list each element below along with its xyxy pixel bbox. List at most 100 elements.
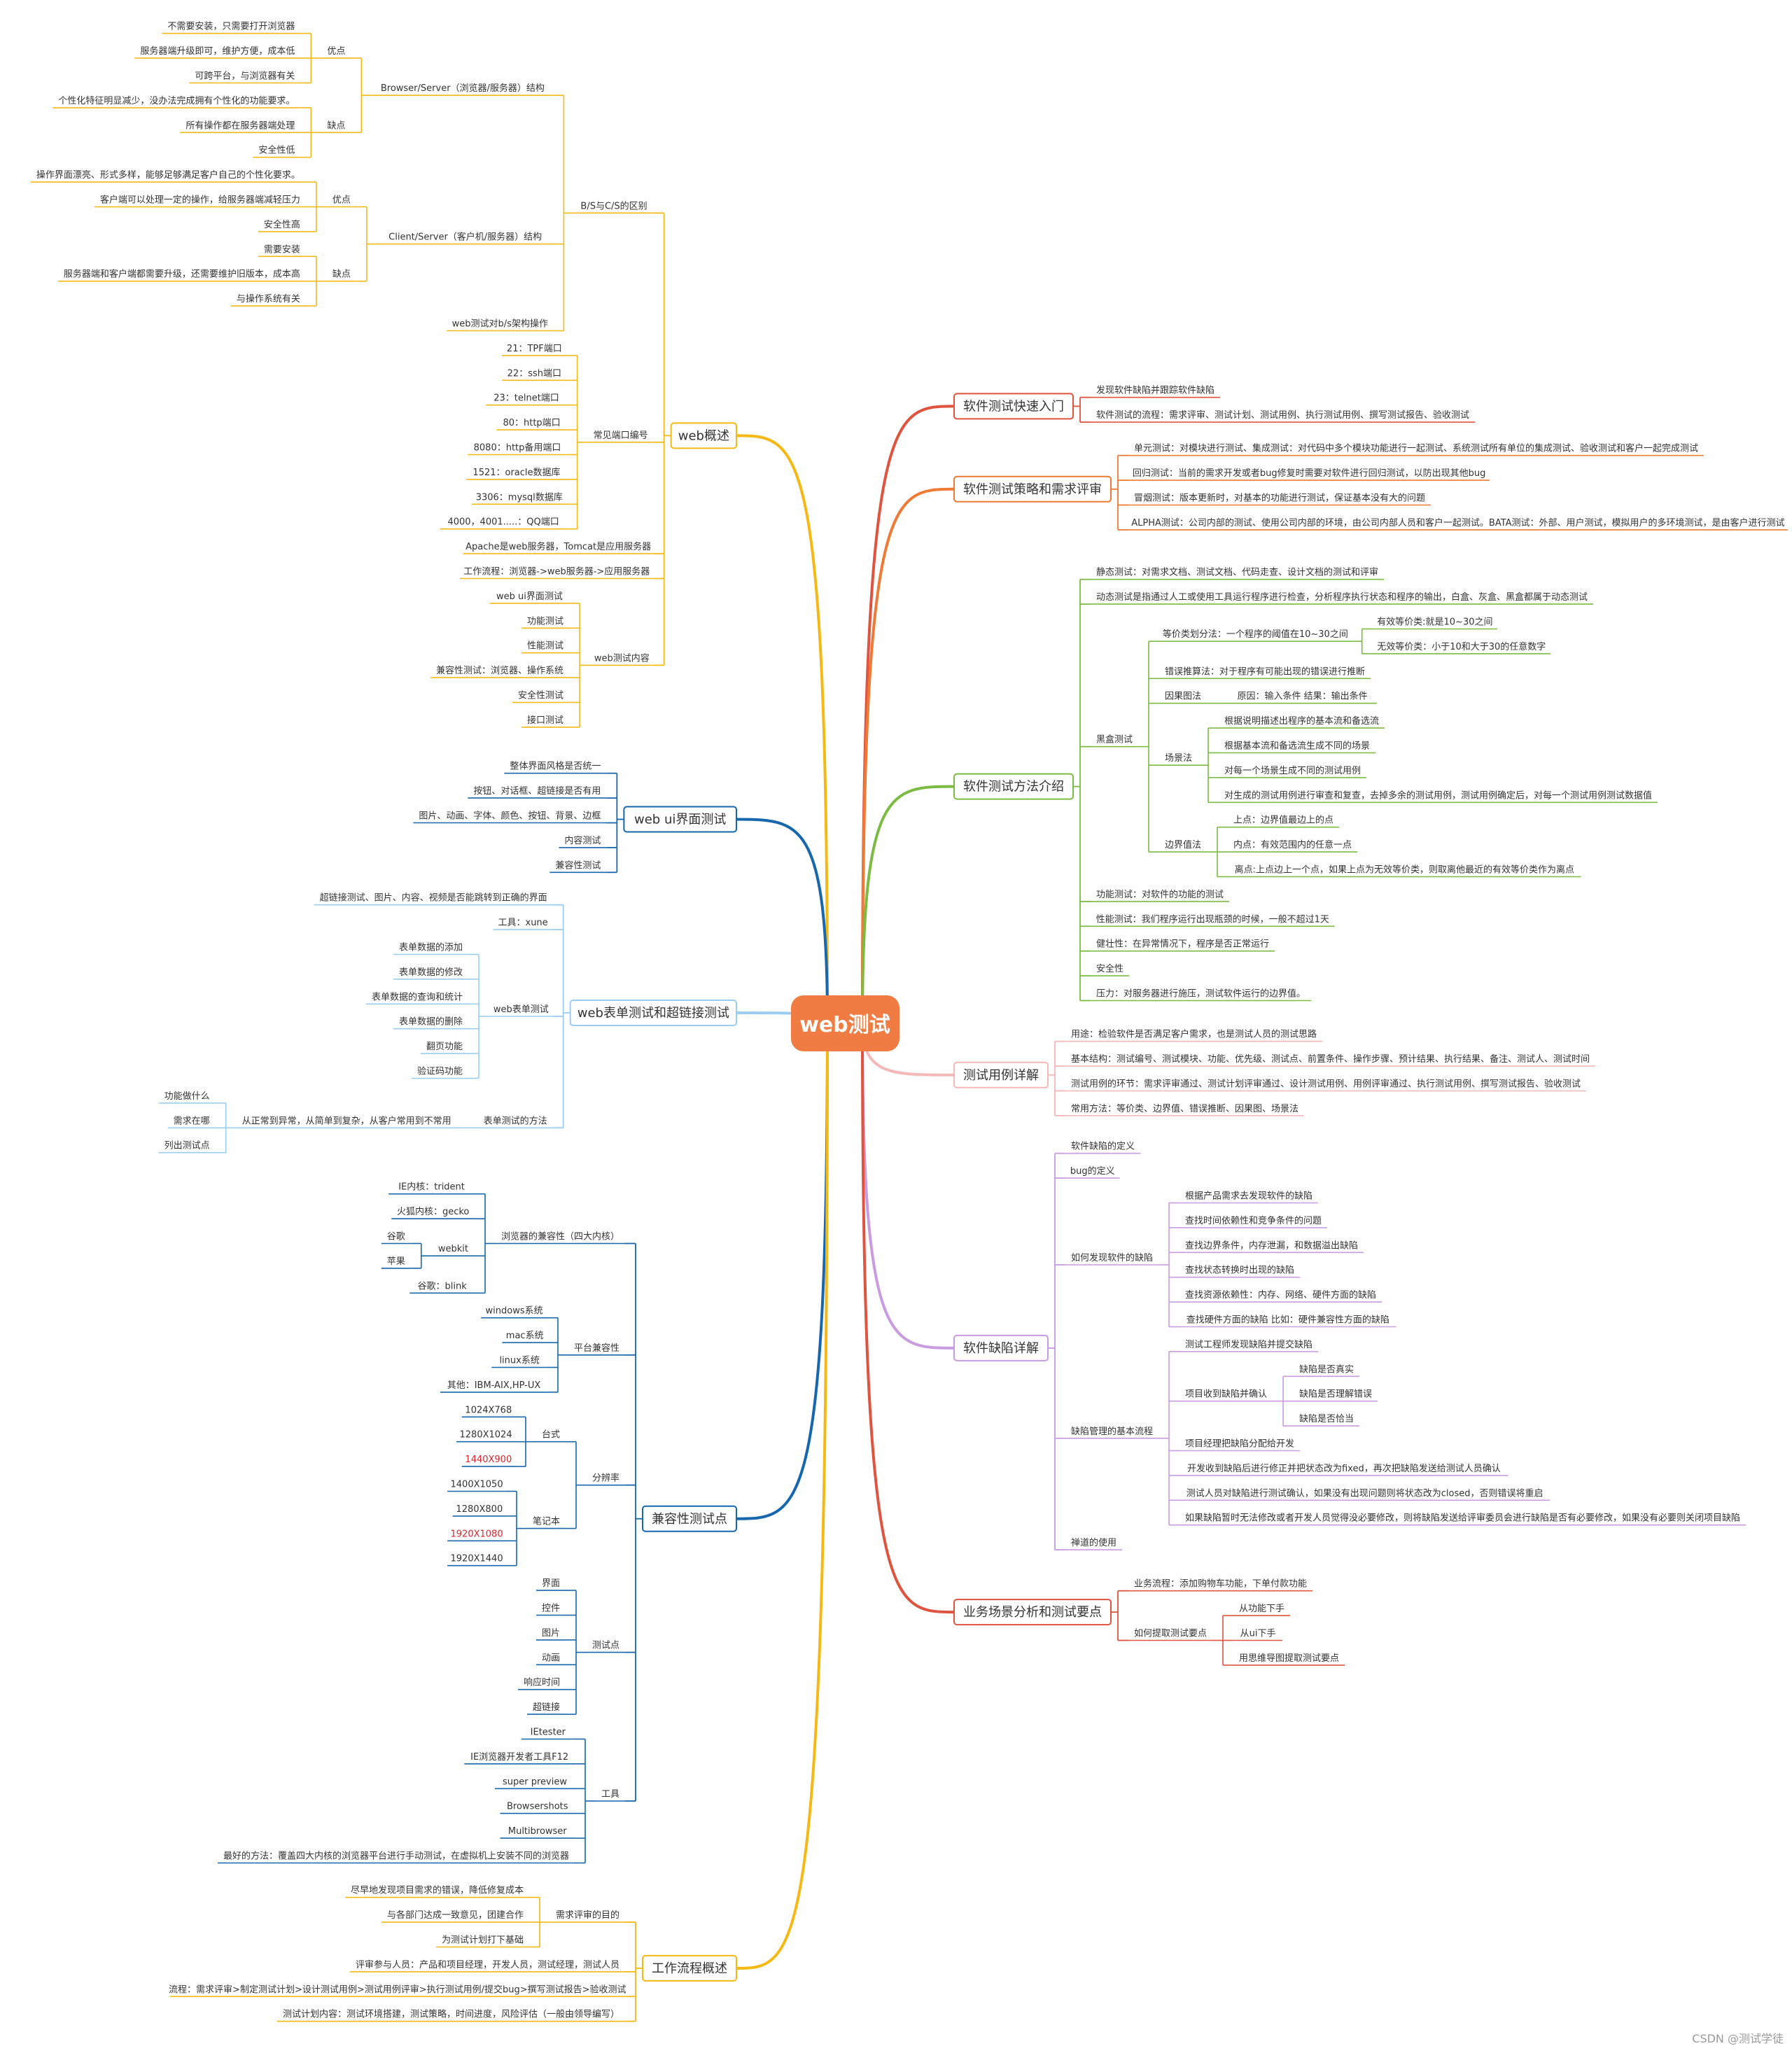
l4-1-3-node[interactable]: webkit <box>431 1244 475 1256</box>
l1-1-1-1-node[interactable]: 优点 <box>321 46 351 59</box>
l4-2-1-node[interactable]: windows系统 <box>481 1306 547 1319</box>
r3-2-node[interactable]: 动态测试是指通过人工或使用工具运行程序进行检查，分析程序执行状态和程序的输出，白… <box>1091 591 1593 605</box>
l4-4-4-node[interactable]: 动画 <box>536 1653 566 1666</box>
r3-3-3-node[interactable]: 因果图法 <box>1159 692 1207 704</box>
r3-3-4-node[interactable]: 场景法 <box>1159 753 1198 766</box>
r5-4-5-node[interactable]: 测试人员对缺陷进行测试确认，如果没有出现问题则将状态改为closed，否则错误将… <box>1180 1487 1550 1501</box>
r2-4-node[interactable]: ALPHA测试：公司内部的测试、使用公司内部的环境，由公司内部人员和客户一起测试… <box>1128 517 1788 531</box>
r4-2-node[interactable]: 基本结构：测试编号、测试模块、功能、优先级、测试点、前置条件、操作步骤、预计结果… <box>1065 1053 1595 1067</box>
l4-2-node[interactable]: 平台兼容性 <box>568 1343 625 1356</box>
l4-3-2-3-node[interactable]: 1920X1080 <box>447 1529 506 1542</box>
r3-3-5-2-node[interactable]: 内点：有效范围内的任意一点 <box>1228 839 1357 853</box>
l1-3-node[interactable]: Apache是web服务器，Tomcat是应用服务器 <box>463 541 654 554</box>
l4-4-6-node[interactable]: 超链接 <box>527 1702 566 1715</box>
branch-left-4[interactable]: 兼容性测试点 <box>642 1505 737 1532</box>
l3-4-1-2-node[interactable]: 需求在哪 <box>167 1116 216 1129</box>
r5-3-6-node[interactable]: 查找硬件方面的缺陷 比如：硬件兼容性方面的缺陷 <box>1180 1315 1396 1328</box>
l3-3-2-node[interactable]: 表单数据的修改 <box>393 967 469 980</box>
l4-4-1-node[interactable]: 界面 <box>536 1578 566 1591</box>
r5-1-node[interactable]: 软件缺陷的定义 <box>1065 1141 1140 1154</box>
r3-3-1-node[interactable]: 等价类划分法：一个程序的阈值在10~30之间 <box>1159 629 1352 643</box>
branch-left-1[interactable]: web概述 <box>670 422 737 449</box>
l3-3-5-node[interactable]: 翻页功能 <box>421 1042 469 1054</box>
l1-5-6-node[interactable]: 接口测试 <box>522 715 570 728</box>
l4-3-1-1-node[interactable]: 1024X768 <box>461 1405 515 1418</box>
l5-1-node[interactable]: 需求评审的目的 <box>550 1910 625 1923</box>
branch-left-2[interactable]: web ui界面测试 <box>623 806 737 833</box>
l1-5-2-node[interactable]: 功能测试 <box>522 616 570 629</box>
l3-1-node[interactable]: 超链接测试、图片、内容、视频是否能跳转到正确的界面 <box>314 892 553 906</box>
l1-1-1-1-1-node[interactable]: 不需要安装，只需要打开浏览器 <box>162 21 301 34</box>
l3-4-node[interactable]: 表单测试的方法 <box>477 1115 553 1129</box>
r3-3-1-1-node[interactable]: 有效等价类:就是10~30之间 <box>1372 617 1497 630</box>
r5-4-6-node[interactable]: 如果缺陷暂时无法修改或者开发人员觉得没必要修改，则将缺陷发送给评审委员会进行缺陷… <box>1180 1513 1746 1526</box>
r4-1-node[interactable]: 用途：检验软件是否满足客户需求，也是测试人员的测试思路 <box>1065 1029 1322 1042</box>
l4-3-1-node[interactable]: 台式 <box>536 1430 566 1443</box>
r5-4-4-node[interactable]: 开发收到缺陷后进行修正并把状态改为fixed，再次把缺陷发送给测试人员确认 <box>1180 1463 1508 1476</box>
l4-2-4-node[interactable]: 其他：IBM-AIX,HP-UX <box>440 1380 547 1393</box>
l5-3-node[interactable]: 流程：需求评审>制定测试计划>设计测试用例>测试用例评审>执行测试用例/提交bu… <box>169 1984 626 1998</box>
l4-3-1-2-node[interactable]: 1280X1024 <box>456 1430 515 1443</box>
l4-3-2-4-node[interactable]: 1920X1440 <box>447 1554 506 1567</box>
l1-1-2-2-2-node[interactable]: 服务器端和客户端都需要升级，还需要维护旧版本，成本高 <box>57 269 306 282</box>
l1-2-4-node[interactable]: 80：http端口 <box>496 418 567 430</box>
l4-1-4-node[interactable]: 谷歌：blink <box>410 1281 475 1294</box>
l1-1-1-1-2-node[interactable]: 服务器端升级即可，维护方便，成本低 <box>134 45 301 59</box>
l4-3-node[interactable]: 分辨率 <box>587 1473 625 1486</box>
l1-2-node[interactable]: 常见端口编号 <box>587 430 654 443</box>
l2-4-node[interactable]: 内容测试 <box>559 835 607 848</box>
l4-5-node[interactable]: 工具 <box>596 1789 625 1802</box>
r5-3-1-node[interactable]: 根据产品需求去发现软件的缺陷 <box>1180 1191 1318 1204</box>
l3-3-1-node[interactable]: 表单数据的添加 <box>393 942 469 955</box>
l4-5-6-node[interactable]: 最好的方法：覆盖四大内核的浏览器平台进行手动测试，在虚拟机上安装不同的浏览器 <box>218 1851 575 1864</box>
l3-2-node[interactable]: 工具：xune <box>493 918 553 930</box>
l1-1-2-2-1-node[interactable]: 需要安装 <box>258 244 306 258</box>
l3-3-4-node[interactable]: 表单数据的删除 <box>393 1016 469 1030</box>
l1-1-2-2-3-node[interactable]: 与操作系统有关 <box>230 293 306 307</box>
l3-4-1-3-node[interactable]: 列出测试点 <box>158 1141 216 1154</box>
r6-2-2-node[interactable]: 从ui下手 <box>1233 1629 1283 1641</box>
l4-5-4-node[interactable]: Browsershots <box>500 1802 575 1814</box>
l4-5-3-node[interactable]: super preview <box>494 1777 575 1790</box>
l1-1-1-2-1-node[interactable]: 个性化特征明显减少，没办法完成拥有个性化的功能要求。 <box>52 95 301 108</box>
l1-2-1-node[interactable]: 21：TPF端口 <box>501 344 567 356</box>
l4-2-2-node[interactable]: mac系统 <box>502 1331 547 1343</box>
l4-4-3-node[interactable]: 图片 <box>536 1628 566 1641</box>
r3-3-4-2-node[interactable]: 根据基本流和备选流生成不同的场景 <box>1219 741 1376 754</box>
l1-1-1-2-node[interactable]: 缺点 <box>321 120 351 134</box>
r1-1-node[interactable]: 发现软件缺陷并跟踪软件缺陷 <box>1091 385 1220 398</box>
l4-3-1-3-node[interactable]: 1440X900 <box>461 1455 515 1467</box>
l4-1-node[interactable]: 浏览器的兼容性（四大内核） <box>496 1231 625 1245</box>
branch-right-2[interactable]: 软件测试策略和需求评审 <box>953 475 1112 503</box>
r3-3-node[interactable]: 黑盒测试 <box>1091 734 1138 748</box>
r3-3-4-4-node[interactable]: 对生成的测试用例进行审查和复查，去掉多余的测试用例，测试用例确定后，对每一个测试… <box>1219 790 1658 804</box>
r3-4-node[interactable]: 功能测试：对软件的功能的测试 <box>1091 889 1229 902</box>
l5-1-2-node[interactable]: 与各部门达成一致意见，团建合作 <box>382 1910 529 1923</box>
r5-4-2-1-node[interactable]: 缺陷是否真实 <box>1294 1364 1359 1378</box>
l4-1-1-node[interactable]: IE内核：trident <box>388 1182 475 1195</box>
l1-1-1-node[interactable]: Browser/Server（浏览器/服务器）结构 <box>372 83 554 96</box>
r6-2-node[interactable]: 如何提取测试要点 <box>1128 1628 1212 1641</box>
r3-3-5-1-node[interactable]: 上点：边界值最边上的点 <box>1228 815 1339 828</box>
r5-4-2-2-node[interactable]: 缺陷是否理解错误 <box>1294 1389 1378 1402</box>
l1-1-2-1-3-node[interactable]: 安全性高 <box>258 219 306 232</box>
branch-right-5[interactable]: 软件缺陷详解 <box>953 1334 1049 1361</box>
r3-3-2-node[interactable]: 错误推算法：对于程序有可能出现的错误进行推断 <box>1159 666 1371 680</box>
r6-1-node[interactable]: 业务流程：添加购物车功能，下单付款功能 <box>1128 1578 1312 1592</box>
l4-3-2-node[interactable]: 笔记本 <box>527 1516 566 1529</box>
l5-1-1-node[interactable]: 尽早地发现项目需求的错误，降低修复成本 <box>345 1885 529 1898</box>
branch-right-4[interactable]: 测试用例详解 <box>953 1061 1049 1088</box>
l1-1-1-2-2-node[interactable]: 所有操作都在服务器端处理 <box>180 120 301 134</box>
l3-3-node[interactable]: web表单测试 <box>489 1004 553 1017</box>
branch-right-1[interactable]: 软件测试快速入门 <box>953 393 1074 420</box>
l4-2-3-node[interactable]: linux系统 <box>491 1356 547 1368</box>
l5-4-node[interactable]: 测试计划内容：测试环境搭建，测试策略，时间进度，风险评估（一般由领导编写） <box>277 2009 625 2022</box>
r3-6-node[interactable]: 健壮性：在异常情况下，程序是否正常运行 <box>1091 939 1275 952</box>
l1-2-5-node[interactable]: 8080：http备用端口 <box>468 442 567 456</box>
l3-4-1-node[interactable]: 从正常到异常，从简单到复杂，从客户常用到不常用 <box>236 1115 457 1129</box>
r5-3-5-node[interactable]: 查找资源依赖性：内存、网络、硬件方面的缺陷 <box>1180 1289 1382 1303</box>
r3-8-node[interactable]: 压力：对服务器进行施压，测试软件运行的边界值。 <box>1091 988 1311 1002</box>
r5-3-4-node[interactable]: 查找状态转换时出现的缺陷 <box>1180 1265 1300 1278</box>
r3-3-4-3-node[interactable]: 对每一个场景生成不同的测试用例 <box>1219 765 1366 778</box>
r3-3-4-1-node[interactable]: 根据说明描述出程序的基本流和备选流 <box>1219 715 1385 729</box>
